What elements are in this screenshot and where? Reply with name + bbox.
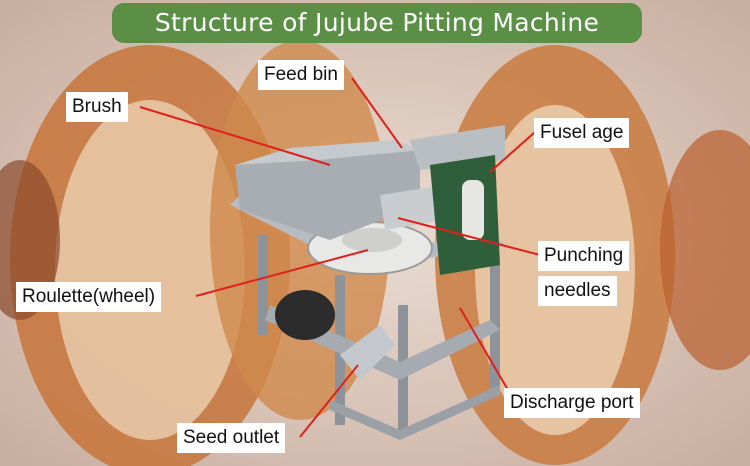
jujube-left-inner	[55, 100, 245, 440]
label-brush: Brush	[66, 92, 128, 122]
title-banner: Structure of Jujube Pitting Machine	[112, 3, 642, 43]
lower-frame	[265, 305, 500, 380]
machine	[230, 125, 505, 440]
label-punching: Punching	[538, 241, 630, 271]
diagram-title: Structure of Jujube Pitting Machine	[154, 8, 600, 37]
jujube-far-right	[660, 130, 750, 370]
leader-seed-outlet	[299, 364, 359, 438]
feed-bin-top	[235, 140, 420, 165]
label-needles: needles	[538, 276, 617, 306]
leader-brush	[139, 106, 331, 166]
jujube-far-left	[0, 160, 60, 320]
seed-chute	[340, 325, 395, 380]
label-fusel-age: Fusel age	[534, 118, 630, 148]
fuselage-window	[462, 180, 484, 240]
wheel-hub	[342, 228, 402, 252]
label-seed-outlet: Seed outlet	[177, 423, 286, 453]
leader-punching	[397, 217, 541, 256]
leader-discharge	[459, 307, 509, 391]
leader-lines	[139, 77, 541, 438]
leader-fusel-age	[489, 131, 536, 173]
label-feed-bin: Feed bin	[258, 60, 344, 90]
motor	[275, 290, 335, 340]
table-top	[230, 195, 505, 270]
base-frame	[330, 385, 500, 440]
label-discharge-port: Discharge port	[504, 388, 640, 418]
punching-head	[380, 185, 445, 230]
leader-feed-bin	[351, 77, 403, 149]
frame-leg	[258, 235, 268, 335]
leader-roulette	[195, 249, 369, 297]
label-roulette: Roulette(wheel)	[16, 282, 162, 312]
feed-bin-body	[235, 150, 420, 240]
